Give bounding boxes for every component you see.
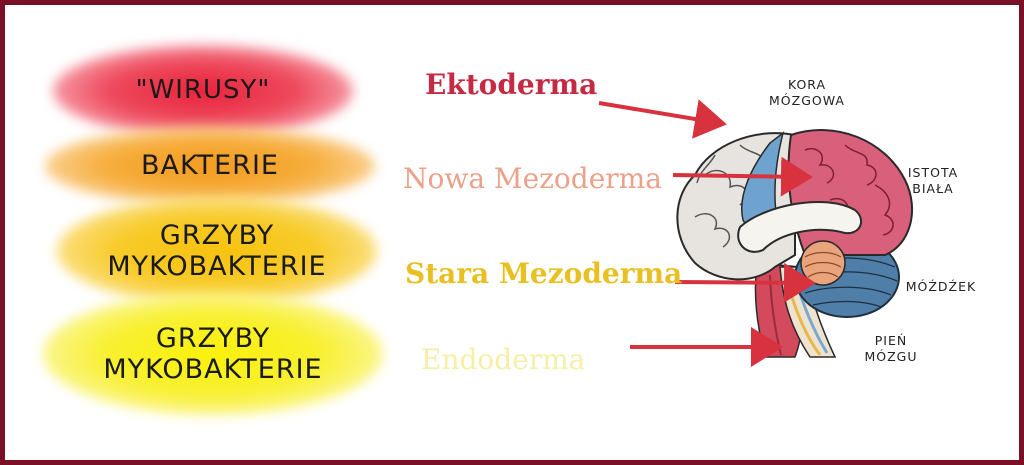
grzyby-2-label: GRZYBY xyxy=(155,322,271,354)
grzyby-mykobakterie-blob-2: GRZYBY MYKOBAKTERIE xyxy=(43,293,383,415)
ektoderma-label: Ektoderma xyxy=(425,68,598,101)
arrow-ektoderma xyxy=(598,99,727,139)
virus-label: "WIRUSY" xyxy=(135,75,271,106)
istota-biala-label: ISTOTA BIAŁA xyxy=(893,165,973,196)
kora-line-1: KORA xyxy=(787,77,827,92)
grzyby-1-label: GRZYBY xyxy=(159,219,275,251)
nowa-mezoderma-label: Nowa Mezoderma xyxy=(403,162,662,195)
grzyby-blob-1-bg xyxy=(57,197,377,305)
istota-line-1: ISTOTA xyxy=(907,165,959,180)
kora-mozgowa-label: KORA MÓZGOWA xyxy=(757,77,857,108)
brain-illustration xyxy=(598,99,914,367)
bakterie-blob-bg xyxy=(45,127,375,205)
stara-mezoderma-label: Stara Mezoderma xyxy=(405,257,683,290)
endoderma-label: Endoderma xyxy=(421,343,586,376)
bakterie-label: BAKTERIE xyxy=(141,150,279,182)
mozdzek-label: MÓŹDŹEK xyxy=(905,279,977,294)
istota-line-2: BIAŁA xyxy=(912,180,954,196)
pien-line-2: MÓZGU xyxy=(864,348,918,364)
grzyby-mykobakterie-blob-1: GRZYBY MYKOBAKTERIE xyxy=(57,197,377,305)
virus-blob: "WIRUSY" xyxy=(53,45,353,137)
arrows xyxy=(598,99,816,367)
mykobakterie-2-label: MYKOBAKTERIE xyxy=(103,354,323,385)
mykobakterie-1-label: MYKOBAKTERIE xyxy=(107,251,327,282)
pons xyxy=(800,240,846,286)
kora-line-2: MÓZGOWA xyxy=(769,92,845,108)
arrow-stara-mezoderma xyxy=(674,262,816,303)
virus-blob-bg xyxy=(53,45,353,137)
pien-mozgu-label: PIEŃ MÓZGU xyxy=(851,333,931,364)
corpus-callosum xyxy=(737,200,863,253)
bakterie-blob: BAKTERIE xyxy=(45,127,375,205)
arrow-nowa-mezoderma xyxy=(672,156,813,197)
grzyby-blob-2-bg xyxy=(43,293,383,415)
pien-line-1: PIEŃ xyxy=(874,333,908,348)
